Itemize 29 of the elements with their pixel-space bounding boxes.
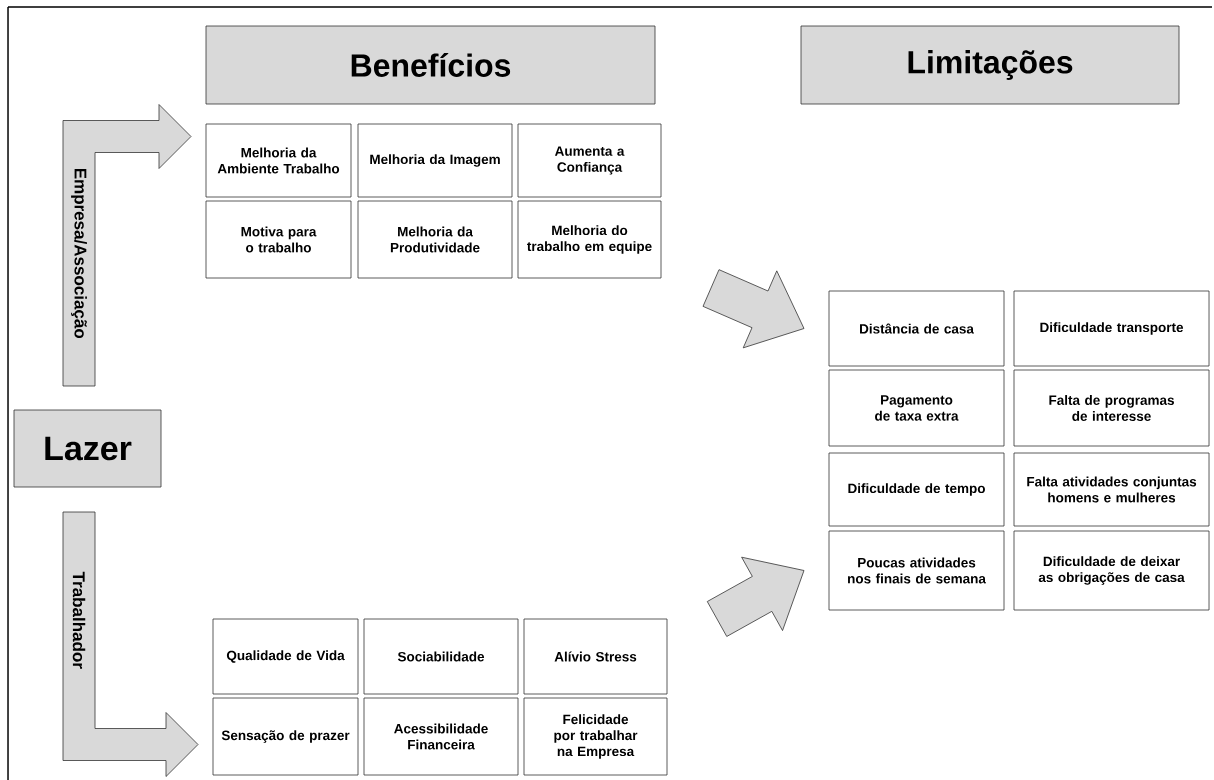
edge-label: Empresa/Associação [71, 168, 87, 339]
text-box: Distância de casa [828, 290, 1005, 367]
text-box: Alívio Stress [523, 618, 668, 695]
text-box: Motiva para o trabalho [205, 200, 352, 279]
header-box: Limitações [800, 25, 1180, 105]
bent-arrow [62, 511, 199, 777]
text-box: Acessibilidade Financeira [363, 697, 519, 776]
block-arrow [706, 556, 805, 637]
text-box: Qualidade de Vida [212, 618, 359, 695]
text-box: Falta atividades conjuntas homens e mulheres [1013, 452, 1210, 527]
header-box: Benefícios [205, 25, 656, 105]
text-box: Dificuldade de deixar as obrigações de casa [1013, 530, 1210, 611]
text-box: Pagamento de taxa extra [828, 369, 1005, 447]
text-box: Aumenta a Confiança [517, 123, 662, 198]
text-box: Melhoria do trabalho em equipe [517, 200, 662, 279]
text-box: Falta de programas de interesse [1013, 369, 1210, 447]
text-box: Dificuldade de tempo [828, 452, 1005, 527]
title-box: Lazer [13, 409, 162, 488]
text-box: Melhoria da Imagem [357, 123, 513, 198]
text-box: Sensação de prazer [212, 697, 359, 776]
block-arrow [702, 269, 805, 349]
text-box: Felicidade por trabalhar na Empresa [523, 697, 668, 776]
edge-label: Trabalhador [72, 571, 86, 669]
text-box: Melhoria da Ambiente Trabalho [205, 123, 352, 198]
text-box: Sociabilidade [363, 618, 519, 695]
bent-arrow [62, 104, 192, 387]
text-box: Melhoria da Produtividade [357, 200, 513, 279]
text-box: Poucas atividades nos finais de semana [828, 530, 1005, 611]
text-box: Dificuldade transporte [1013, 290, 1210, 367]
